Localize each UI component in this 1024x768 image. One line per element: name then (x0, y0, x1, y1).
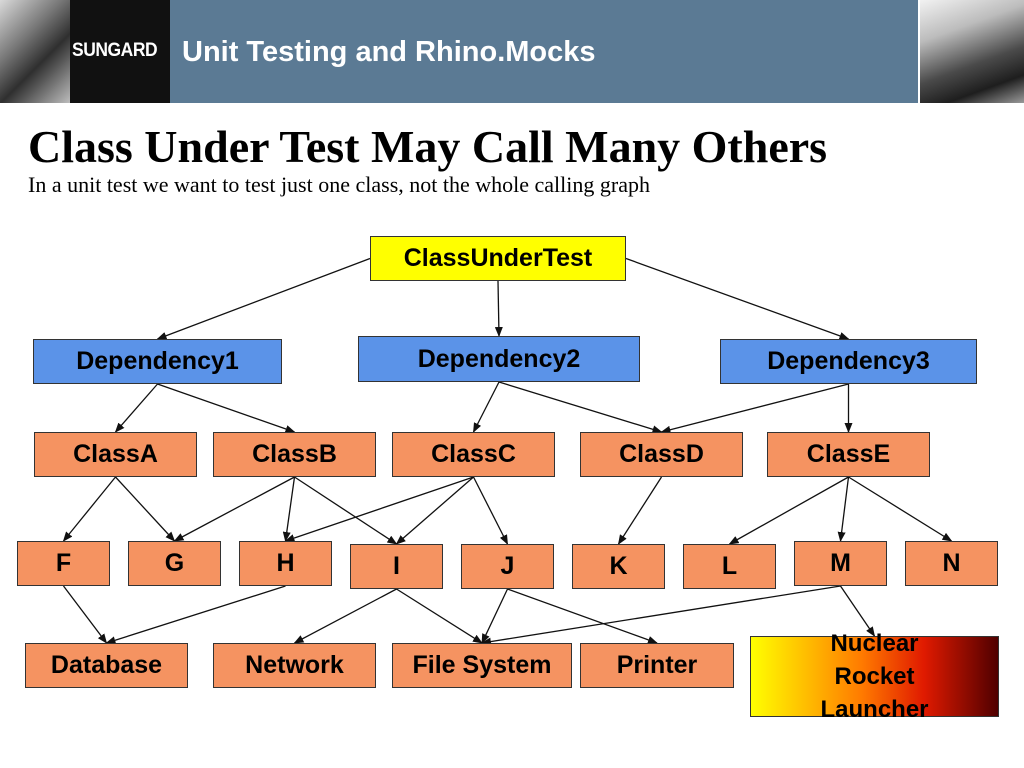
edge-dependency1-to-class-a (114, 383, 158, 433)
edge-class-b-to-h (282, 476, 296, 542)
node-class-under-test: ClassUnderTest (370, 236, 626, 281)
header-title: Unit Testing and Rhino.Mocks (182, 36, 596, 68)
node-class-e: ClassE (767, 432, 930, 477)
edge-m-to-file-system (481, 585, 841, 646)
edge-class-under-test-to-dependency2 (494, 280, 503, 337)
slide-title: Class Under Test May Call Many Others (28, 121, 828, 172)
edge-class-b-to-i (294, 476, 398, 545)
edge-class-e-to-l (728, 476, 849, 545)
header-photo-right (920, 0, 1024, 103)
logo-background (70, 0, 170, 103)
node-k: K (572, 544, 665, 589)
node-network: Network (213, 643, 376, 688)
edge-class-under-test-to-dependency3 (625, 257, 850, 340)
node-f: F (17, 541, 110, 586)
edge-class-c-to-h (284, 476, 474, 542)
edge-class-under-test-to-dependency1 (156, 257, 371, 340)
edge-class-a-to-f (62, 476, 117, 542)
edge-dependency1-to-class-b (157, 383, 296, 433)
node-h: H (239, 541, 332, 586)
node-dependency2: Dependency2 (358, 336, 640, 382)
edge-j-to-printer (507, 588, 658, 644)
edge-class-c-to-j (472, 476, 509, 545)
edge-class-e-to-m (837, 476, 850, 542)
node-nuclear-rocket-launcher: Nuclear Rocket Launcher (750, 630, 999, 723)
node-file-system: File System (392, 643, 572, 688)
edge-class-e-to-n (848, 476, 953, 542)
edge-class-c-to-i (395, 476, 474, 545)
edge-f-to-database (62, 585, 108, 644)
node-dependency1: Dependency1 (33, 339, 282, 384)
node-class-b: ClassB (213, 432, 376, 477)
node-n: N (905, 541, 998, 586)
edge-i-to-network (293, 588, 397, 644)
node-j: J (461, 544, 554, 589)
node-class-c: ClassC (392, 432, 555, 477)
edge-dependency3-to-class-d (660, 383, 849, 434)
edge-i-to-file-system (396, 588, 483, 644)
edge-dependency2-to-class-d (498, 381, 663, 434)
edge-dependency2-to-class-c (472, 381, 500, 433)
node-class-a: ClassA (34, 432, 197, 477)
slide-subtitle: In a unit test we want to test just one … (28, 172, 650, 197)
edge-class-b-to-g (173, 476, 295, 542)
edge-class-a-to-g (115, 476, 176, 542)
header-photo-left (0, 0, 70, 103)
node-g: G (128, 541, 221, 586)
node-l: L (683, 544, 776, 589)
slide-header: SUNGARD Unit Testing and Rhino.Mocks (0, 0, 1024, 103)
node-class-d: ClassD (580, 432, 743, 477)
node-i: I (350, 544, 443, 589)
header-title-bar (170, 0, 918, 103)
edge-m-to-nuclear-rocket-launcher (839, 585, 876, 637)
node-dependency3: Dependency3 (720, 339, 977, 384)
edge-j-to-file-system (481, 588, 509, 644)
node-database: Database (25, 643, 188, 688)
edge-h-to-database (105, 585, 286, 645)
sungard-logo: SUNGARD (72, 40, 158, 61)
node-printer: Printer (580, 643, 734, 688)
edge-class-d-to-k (617, 476, 663, 545)
node-m: M (794, 541, 887, 586)
